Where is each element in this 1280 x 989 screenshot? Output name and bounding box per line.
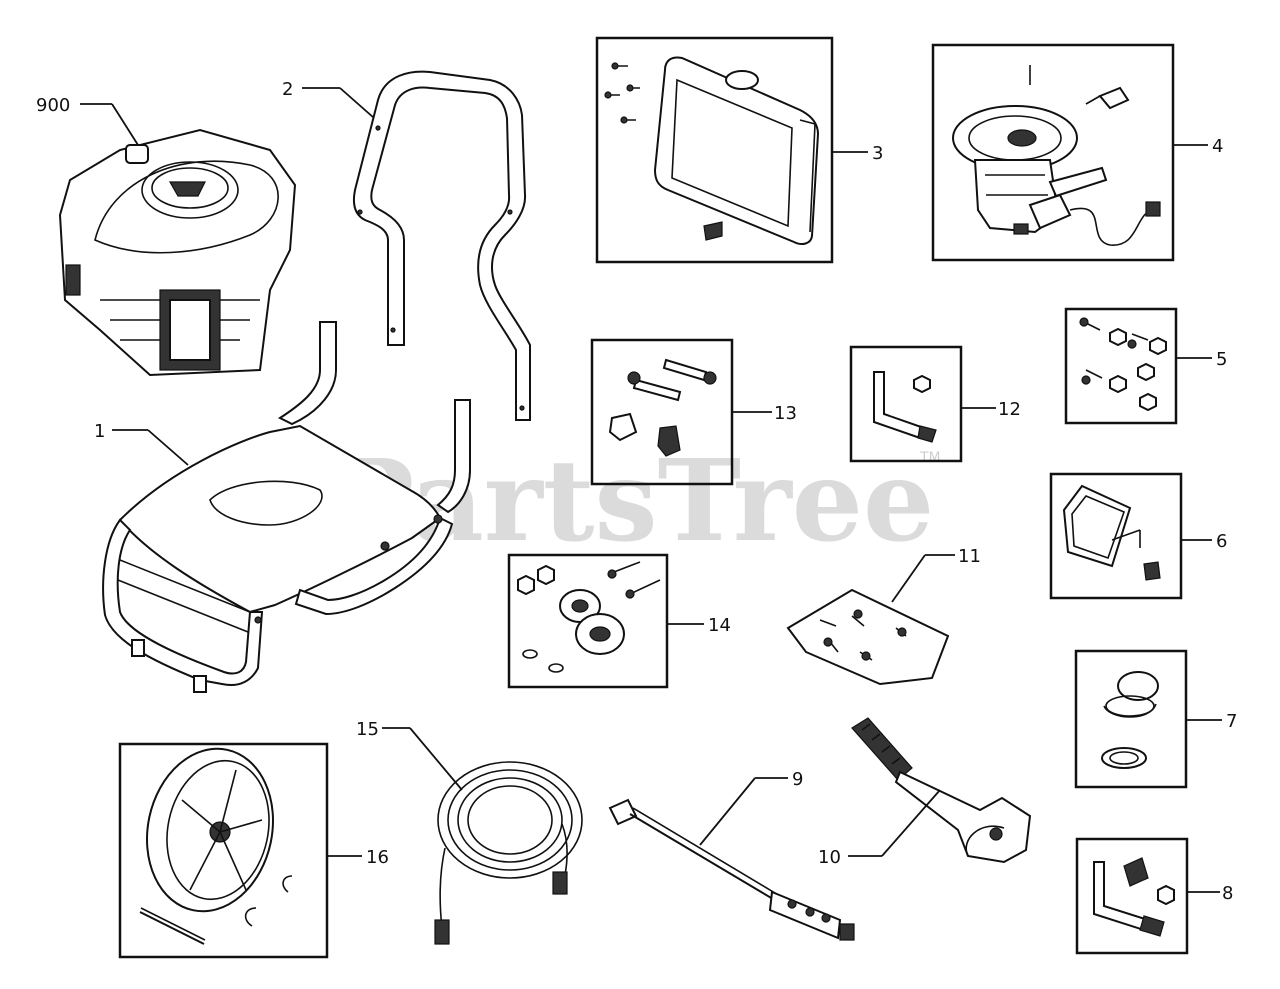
box-part-7 (1074, 649, 1188, 789)
callout-15: 15 (356, 719, 379, 740)
hardware-part-14[interactable] (517, 561, 661, 673)
callout-16: 16 (366, 847, 389, 868)
callout-2: 2 (282, 79, 293, 100)
box-part-3 (595, 36, 834, 264)
callout-11: 11 (958, 546, 981, 567)
callout-900: 900 (36, 95, 70, 116)
box-part-6 (1049, 472, 1183, 600)
box-part-4 (931, 43, 1175, 262)
box-part-5 (1064, 307, 1178, 425)
engine-part-900[interactable] (58, 128, 297, 377)
nozzle-kit-part-11[interactable] (786, 588, 950, 686)
callout-8: 8 (1222, 883, 1233, 904)
hardware-part-5[interactable] (1079, 317, 1167, 412)
box-part-8 (1075, 837, 1189, 955)
wheel-part-16[interactable] (132, 737, 293, 945)
watermark-trademark: TM (919, 450, 941, 466)
box-part-14 (507, 553, 669, 689)
callout-10: 10 (818, 847, 841, 868)
callout-1: 1 (94, 421, 105, 442)
cap-gasket-part-7[interactable] (1101, 671, 1159, 769)
callout-6: 6 (1216, 531, 1227, 552)
box-part-16 (118, 742, 329, 959)
handle-part-2[interactable] (352, 70, 531, 421)
callout-7: 7 (1226, 711, 1237, 732)
frame-part-1[interactable] (102, 321, 471, 693)
box-part-12 (849, 345, 963, 463)
callout-5: 5 (1216, 349, 1227, 370)
bolts-part-13[interactable] (608, 358, 717, 457)
callout-9: 9 (792, 769, 803, 790)
callout-13: 13 (774, 403, 797, 424)
callout-3: 3 (872, 143, 883, 164)
callout-4: 4 (1212, 136, 1223, 157)
tube-fittings-part-8[interactable] (1093, 857, 1175, 937)
tube-part-12[interactable] (873, 371, 937, 443)
spray-gun-part-10[interactable] (851, 717, 1032, 864)
bracket-part-6[interactable] (1062, 484, 1161, 581)
callout-12: 12 (998, 399, 1021, 420)
lance-part-9[interactable] (608, 798, 855, 941)
control-panel-part-3[interactable] (604, 56, 820, 245)
pump-part-4[interactable] (952, 65, 1161, 246)
hose-part-15[interactable] (434, 761, 583, 945)
callout-14: 14 (708, 615, 731, 636)
